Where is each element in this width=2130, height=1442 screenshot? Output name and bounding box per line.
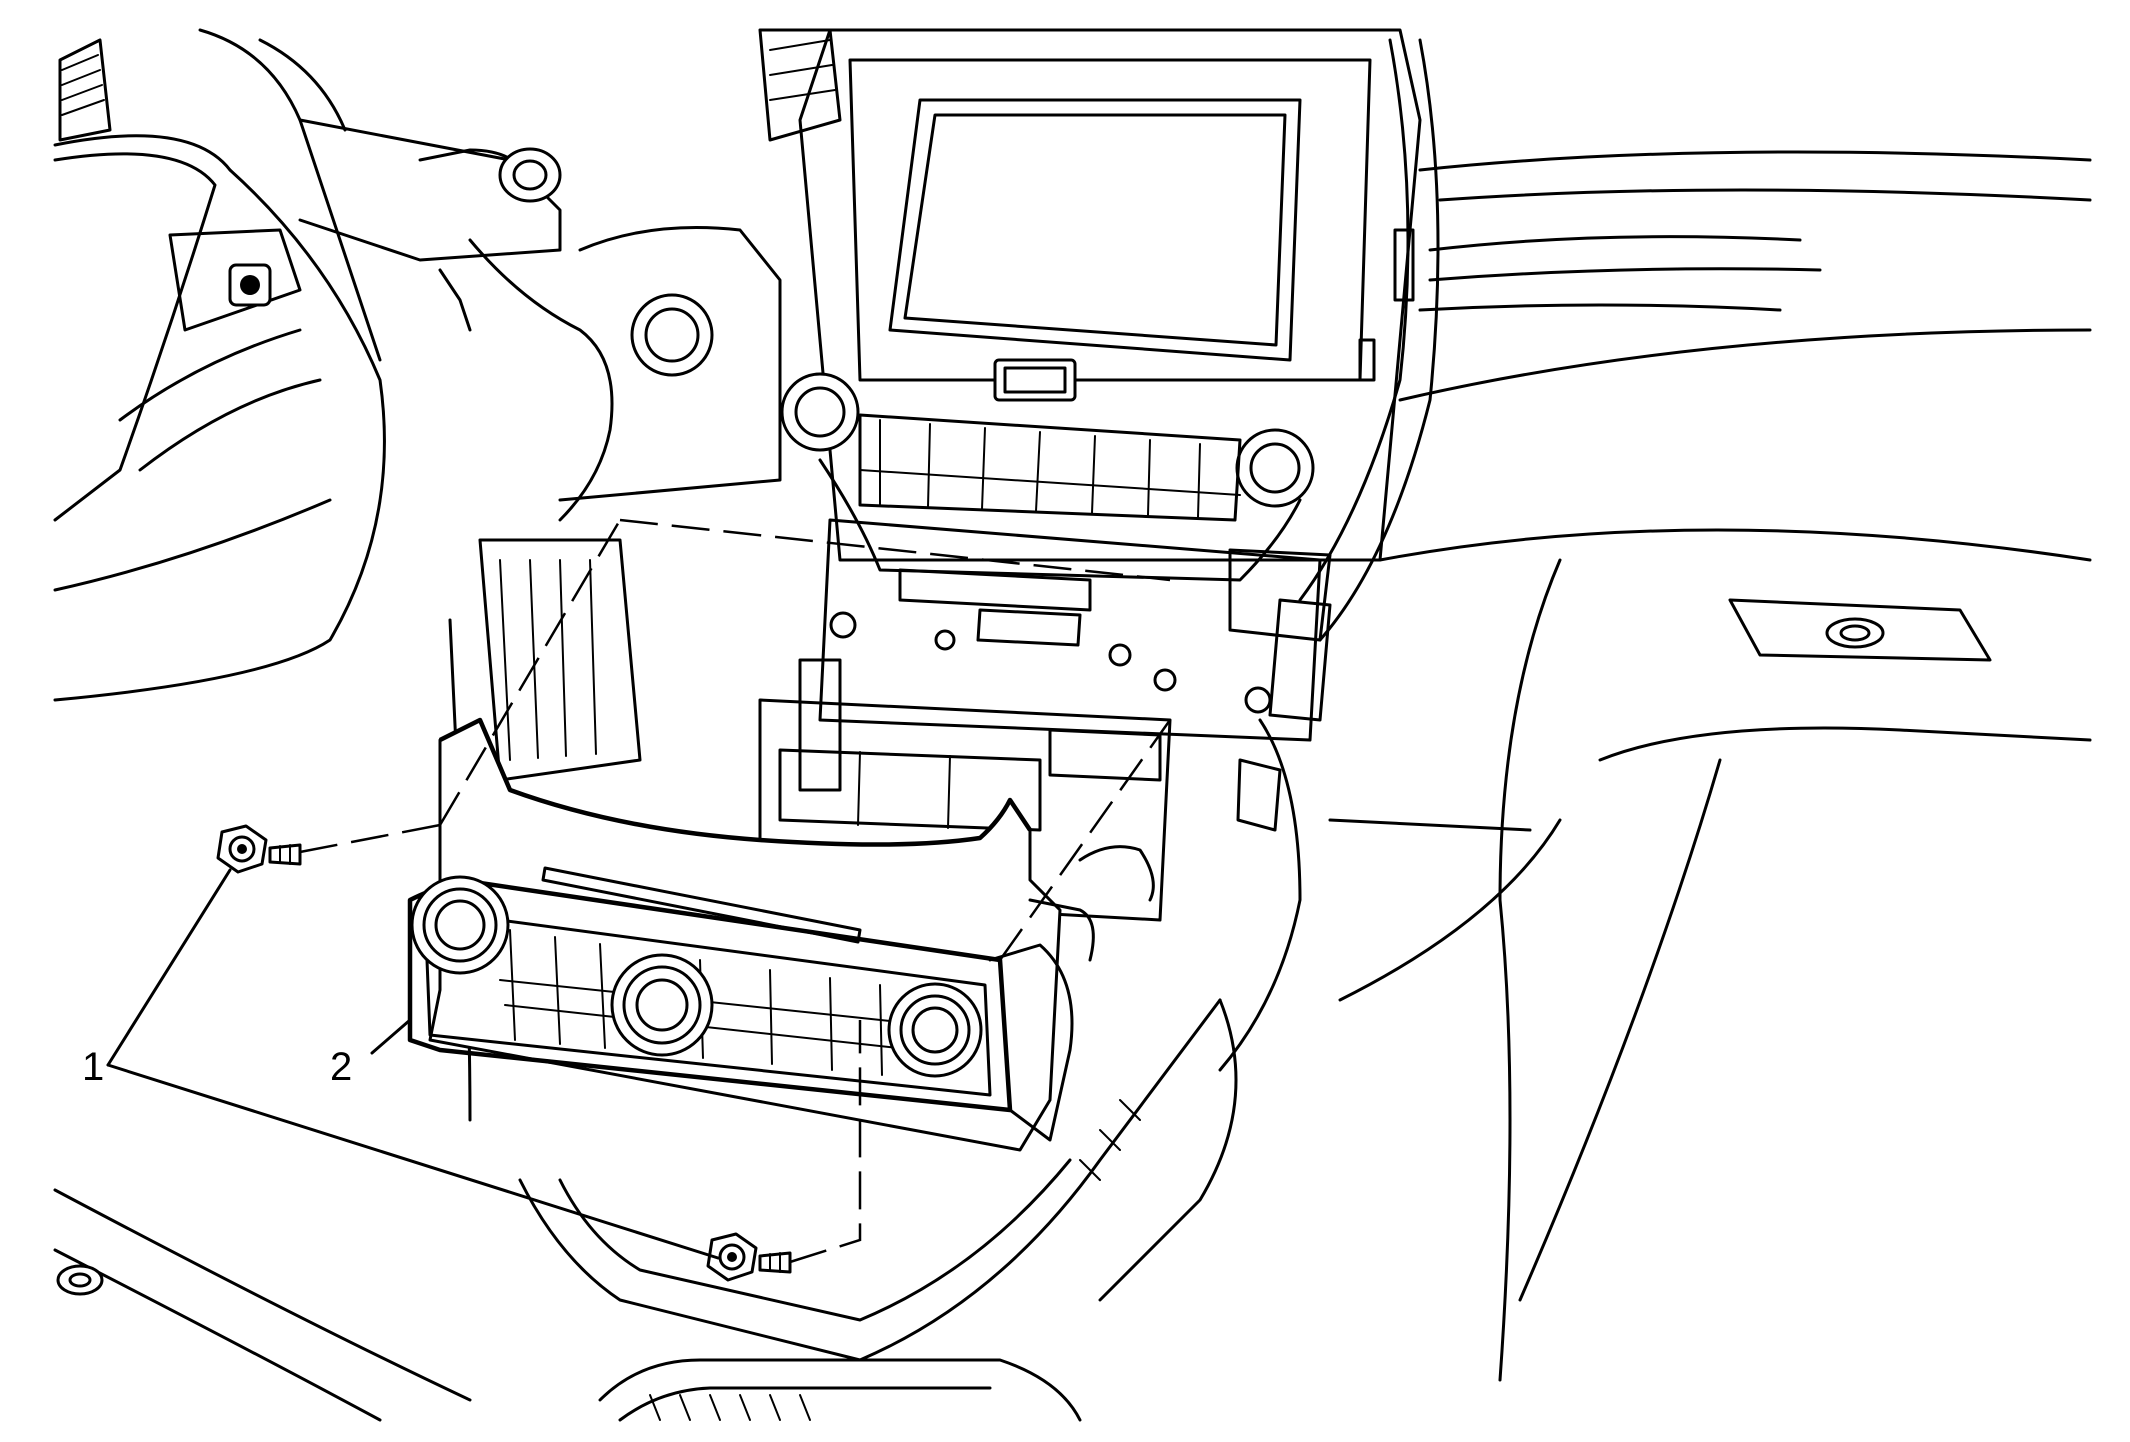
hvac-control-module bbox=[407, 717, 1095, 1152]
steering-column bbox=[298, 118, 782, 522]
callout-leaders bbox=[106, 868, 720, 1260]
fastener-upper bbox=[216, 824, 302, 874]
center-stack bbox=[758, 28, 1440, 792]
fastener-lower bbox=[706, 1232, 792, 1282]
callout-2: 2 bbox=[330, 1045, 352, 1089]
lower-console bbox=[53, 998, 1238, 1422]
installation-lines bbox=[299, 518, 1172, 1264]
steering-wheel-area bbox=[53, 28, 386, 702]
callout-1: 1 bbox=[82, 1045, 104, 1089]
passenger-dash bbox=[1328, 150, 2092, 1382]
